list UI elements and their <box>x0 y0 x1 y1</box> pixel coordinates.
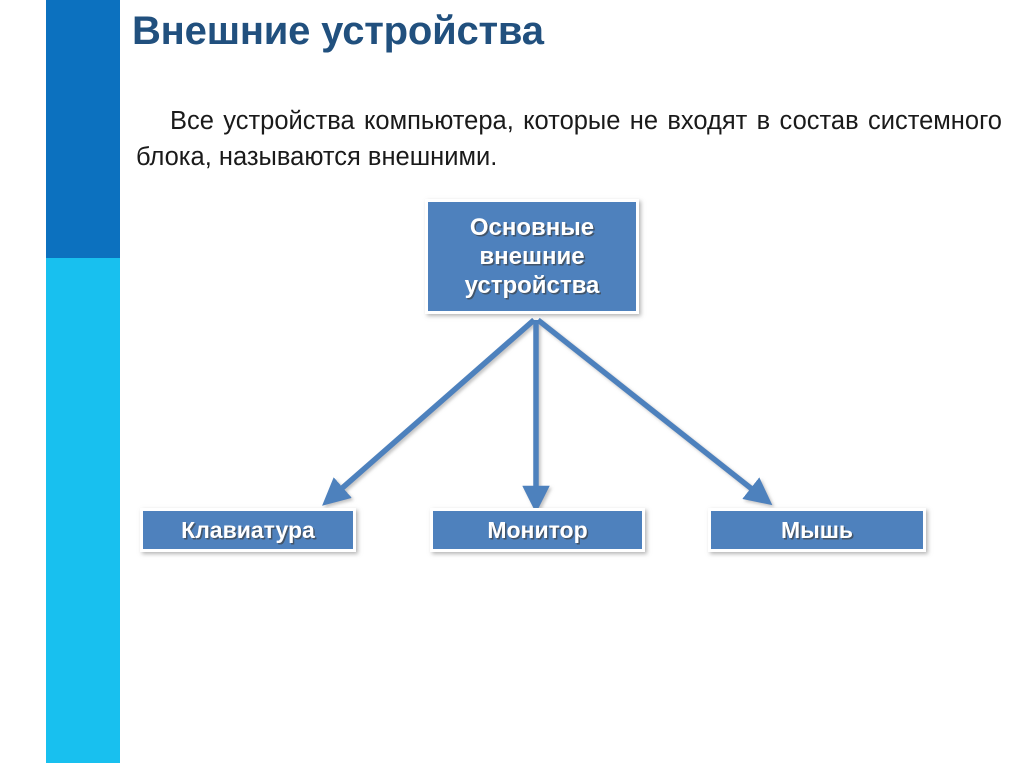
node-keyboard[interactable]: Клавиатура <box>140 508 356 552</box>
node-root-line-3: устройства <box>464 272 600 300</box>
arrow-to-mouse <box>536 317 773 506</box>
page-title: Внешние устройства <box>132 9 544 53</box>
node-monitor[interactable]: Монитор <box>430 508 645 552</box>
arrow-to-keyboard <box>322 317 536 506</box>
accent-bar-bottom <box>46 258 120 763</box>
node-root-main-external-devices[interactable]: Основные внешние устройства <box>425 199 639 314</box>
accent-bar-top <box>46 0 120 258</box>
node-root-line-1: Основные <box>469 213 595 241</box>
node-mouse[interactable]: Мышь <box>708 508 926 552</box>
node-root-line-2: внешние <box>479 242 585 270</box>
body-paragraph: Все устройства компьютера, которые не вх… <box>136 107 1002 172</box>
